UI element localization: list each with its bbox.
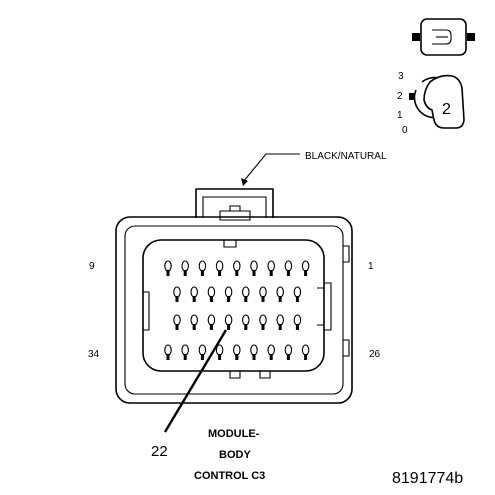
pin-cavity [198,344,207,360]
pin-cavity [190,314,198,330]
pin-cavity [284,260,293,276]
pin-cavity [207,286,216,302]
pin-cavity [259,286,267,302]
pin-cavity [284,344,293,360]
pin-cavity [173,314,181,330]
connector-title-line-3: CONTROL C3 [194,470,265,482]
pin-cavity [224,314,233,330]
pin-cavity [164,260,172,276]
pin-cavity [242,314,250,330]
pin-label-bottom-right: 26 [369,349,381,360]
pin-cavity [190,286,198,302]
pin-cavity [259,314,267,330]
pin-label-top-left: 9 [89,261,95,272]
figure-id: 8191774b [392,470,463,487]
pin-cavity [198,260,207,276]
connector-title-line-1: MODULE- [208,428,260,440]
pin-cavity [267,344,275,360]
connector-lock-icon: 3 2 1 0 2 [397,71,465,136]
pin-cavity [276,286,284,302]
connector-body [115,188,353,404]
connector-color-label: BLACK/NATURAL [305,151,387,162]
pin-callout-leader [163,329,228,433]
connector-face-icon [412,18,475,56]
pin-cavity [301,260,310,276]
connector-title-line-2: BODY [219,449,251,461]
lock-pos-3: 3 [398,71,404,82]
pin-cavity [301,344,310,360]
pin-cavity-grid [164,260,310,360]
pin-cavity [233,260,241,276]
pin-cavity [250,260,258,276]
pin-cavity [242,286,250,302]
pin-cavity [181,260,189,276]
pin-cavity [276,314,284,330]
pin-cavity [215,260,224,276]
pin-cavity [250,344,258,360]
pin-cavity [181,344,189,360]
pin-cavity [293,314,302,330]
lock-pos-0: 0 [402,125,408,136]
lock-pos-1: 1 [397,110,403,121]
lock-pos-2: 2 [397,91,403,102]
pin-cavity [293,286,302,302]
lock-selected-number: 2 [442,101,451,118]
pin-label-top-right: 1 [368,261,374,272]
callout-pin-number: 22 [151,443,168,460]
pin-label-bottom-left: 34 [88,349,100,360]
pin-cavity [173,286,181,302]
pin-cavity [215,344,224,360]
pin-cavity [164,344,172,360]
color-label-leader [241,153,300,186]
pin-cavity [224,286,233,302]
pin-cavity [267,260,275,276]
pin-cavity [233,344,241,360]
pin-cavity [207,314,216,330]
